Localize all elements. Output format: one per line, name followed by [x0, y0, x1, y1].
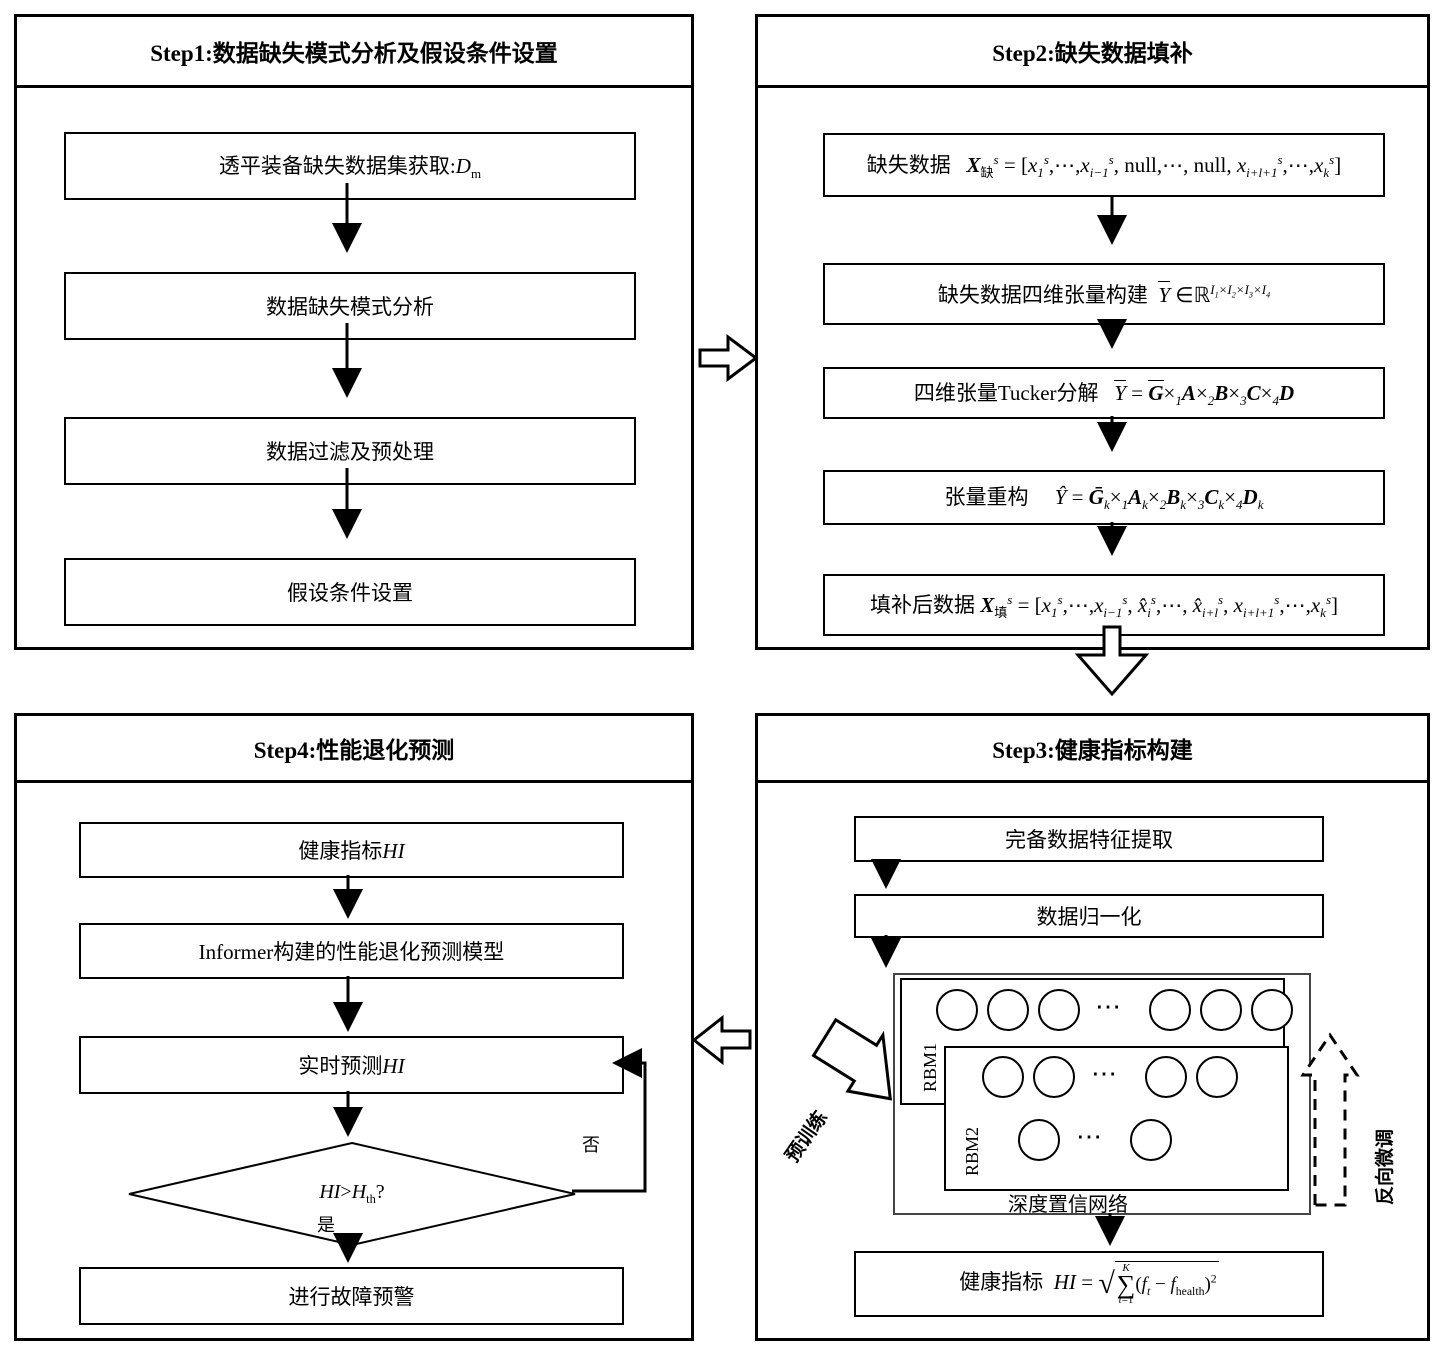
step1-box-4-text: 假设条件设置 [287, 581, 413, 605]
step2-box-5: 填补后数据 X填s = [x1s,⋯,xi−1s, x̂is,⋯, x̂i+ls… [823, 574, 1385, 636]
step2-box-2: 缺失数据四维张量构建 Y ∈ℝI1×I2×I3×I4 [823, 263, 1385, 325]
step4-box-1: 健康指标HI [79, 822, 624, 878]
step4-label-yes: 是 [317, 1215, 335, 1235]
step4-box-2-text: Informer构建的性能退化预测模型 [198, 940, 505, 964]
step4-box-final: 进行故障预警 [79, 1267, 624, 1325]
neuron [987, 989, 1029, 1031]
step3-hi-box: 健康指标 HI = √ K ∑ t=1 (ft − fhealth)2 [854, 1251, 1324, 1317]
neuron [1033, 1056, 1075, 1098]
panel-step3-title: Step3:健康指标构建 [755, 713, 1430, 783]
step1-box-4: 假设条件设置 [64, 558, 636, 626]
step4-box-2: Informer构建的性能退化预测模型 [79, 923, 624, 979]
neuron [1149, 989, 1191, 1031]
rbm1-label: RBM1 [920, 1042, 940, 1092]
rbm2-label: RBM2 [962, 1126, 982, 1176]
step3-box-1-text: 完备数据特征提取 [1005, 828, 1173, 852]
neuron [936, 989, 978, 1031]
dbn-label: 深度置信网络 [1008, 1194, 1128, 1216]
panel-step4: Step4:性能退化预测 健康指标HI Informer构建的性能退化预测模型 … [14, 713, 694, 1341]
step2-box-3: 四维张量Tucker分解 Y = G×1A×2B×3C×4D [823, 367, 1385, 419]
panel-step4-title-text: Step4:性能退化预测 [253, 738, 455, 763]
neuron [1038, 989, 1080, 1031]
step4-final-text: 进行故障预警 [288, 1285, 415, 1309]
panel-step2: Step2:缺失数据填补 缺失数据 X缺s = [x1s,⋯,xi−1s, nu… [755, 14, 1430, 650]
step1-box-2: 数据缺失模式分析 [64, 272, 636, 340]
panel-step3: Step3:健康指标构建 完备数据特征提取 数据归一化 RBM1 ⋯ RBM2 … [755, 713, 1430, 1341]
panel-step2-title-text: Step2:缺失数据填补 [992, 41, 1193, 66]
step1-box-3-text: 数据过滤及预处理 [266, 440, 434, 464]
neuron [982, 1056, 1024, 1098]
step2-box-4: 张量重构 Ŷ = Ḡk×1Ak×2Bk×3Ck×4Dk [823, 470, 1385, 525]
neuron-row-dots: ⋯ [1091, 1059, 1120, 1088]
panel-step4-title: Step4:性能退化预测 [14, 713, 694, 783]
step4-decision: HI>Hth? [127, 1141, 577, 1247]
block-arrow-step3-step4 [691, 1014, 752, 1066]
panel-step1: Step1:数据缺失模式分析及假设条件设置 透平装备缺失数据集获取:Dm 数据缺… [14, 14, 694, 650]
panel-step2-title: Step2:缺失数据填补 [755, 14, 1430, 88]
panel-step1-title: Step1:数据缺失模式分析及假设条件设置 [14, 14, 694, 88]
step1-box-1: 透平装备缺失数据集获取:Dm [64, 132, 636, 200]
step3-box-2-text: 数据归一化 [1036, 905, 1142, 929]
neuron [1145, 1056, 1187, 1098]
neuron [1200, 989, 1242, 1031]
step2-box-1: 缺失数据 X缺s = [x1s,⋯,xi−1s, null,⋯, null, x… [823, 133, 1385, 197]
step1-box-3: 数据过滤及预处理 [64, 417, 636, 485]
neuron [1196, 1056, 1238, 1098]
panel-step3-title-text: Step3:健康指标构建 [992, 738, 1193, 763]
block-arrow-step1-step2 [698, 334, 759, 382]
step4-decision-text: HI>Hth? [319, 1181, 385, 1206]
step1-box-2-text: 数据缺失模式分析 [266, 295, 434, 319]
step3-box-1: 完备数据特征提取 [854, 816, 1324, 862]
neuron [1018, 1119, 1060, 1161]
neuron [1130, 1119, 1172, 1161]
finetune-label: 反向微调 [1375, 1128, 1396, 1205]
step4-box-3: 实时预测HI [79, 1036, 624, 1094]
step3-box-2: 数据归一化 [854, 894, 1324, 938]
neuron-row-dots: ⋯ [1095, 992, 1124, 1021]
step4-label-no: 否 [582, 1135, 600, 1155]
neuron-row-dots: ⋯ [1076, 1122, 1105, 1151]
panel-step1-title-text: Step1:数据缺失模式分析及假设条件设置 [150, 41, 558, 66]
neuron [1251, 989, 1293, 1031]
